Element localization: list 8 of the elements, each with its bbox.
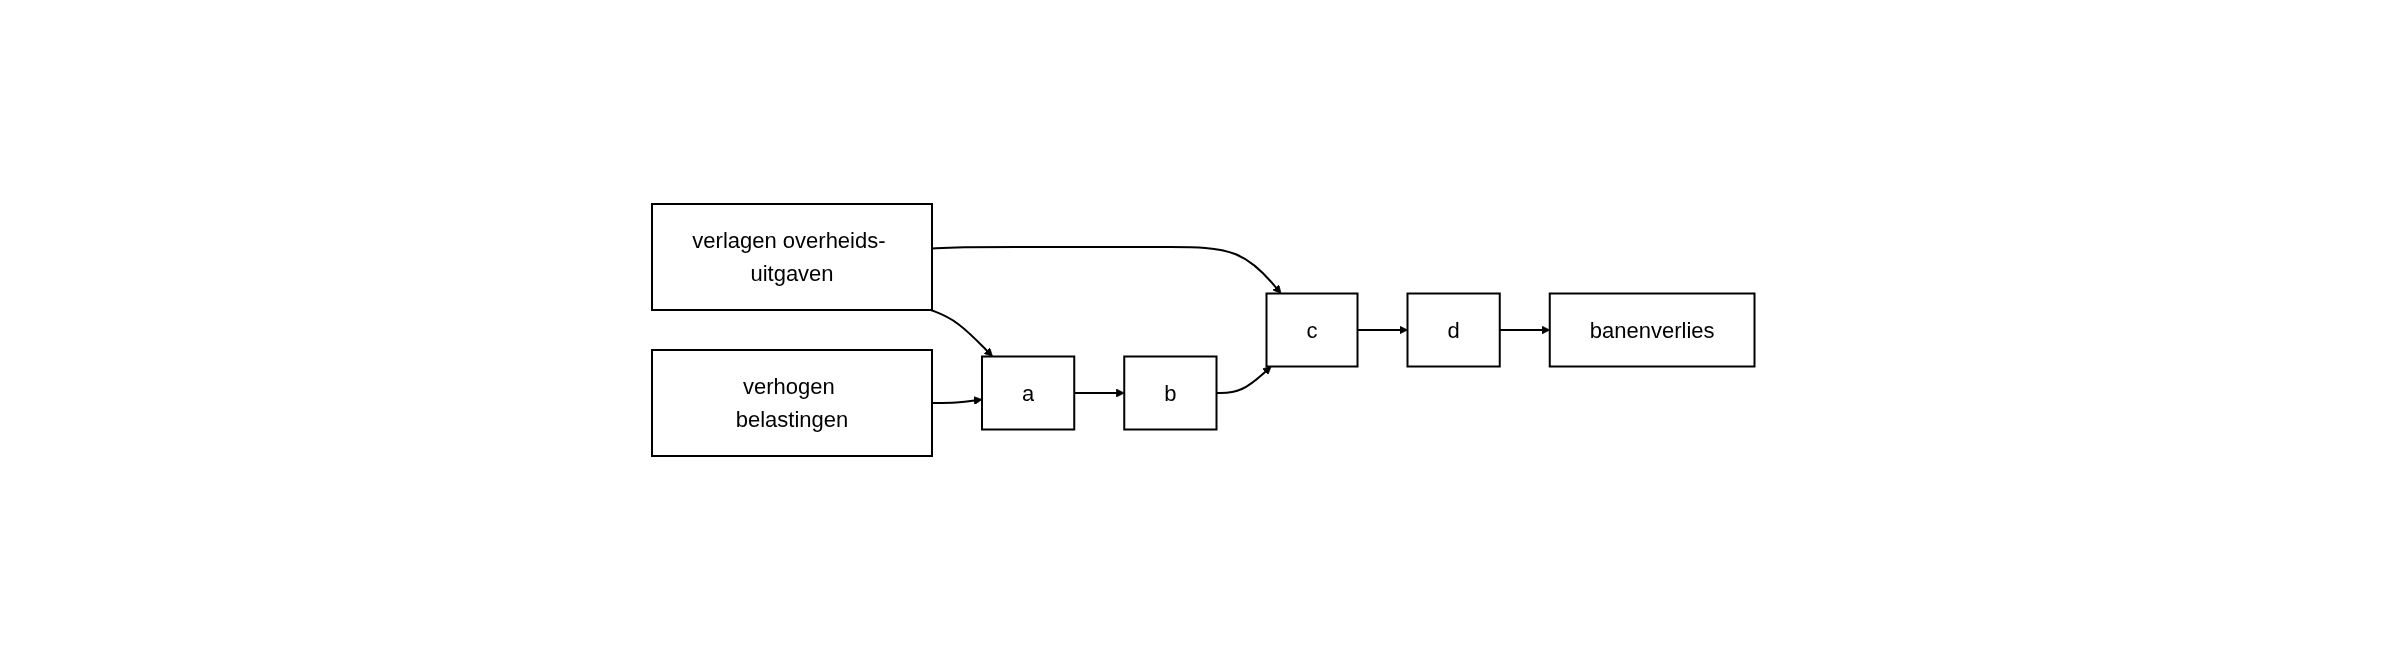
arrow [929,309,993,357]
node-box: a [980,355,1075,431]
node-box: d [1406,292,1501,368]
node-box: banenverlies [1548,292,1756,368]
node-box: verhogen belastingen [650,349,933,457]
node-box: c [1265,292,1359,368]
node-box: verlagen overheids- uitgaven [650,203,933,311]
node-box: b [1123,355,1218,431]
